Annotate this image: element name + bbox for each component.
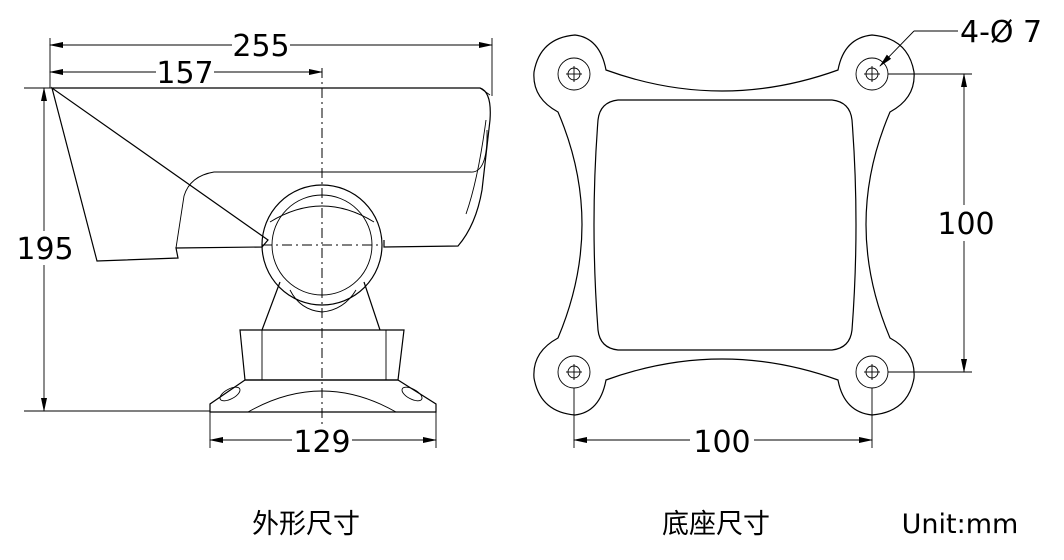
unit-label: Unit:mm	[902, 509, 1019, 540]
base-slot-right	[401, 386, 423, 402]
dim-base-width: 129	[293, 425, 350, 460]
bracket-neck	[261, 281, 381, 331]
mount-hole-bottom-right	[855, 355, 889, 389]
camera-housing-outline	[51, 86, 491, 262]
dim-height: 195	[16, 232, 73, 267]
side-view-caption: 外形尺寸	[252, 509, 360, 540]
housing-visor-edge	[52, 87, 491, 96]
dim-horizontal-spacing: 100	[693, 425, 750, 460]
hole-spec-label: 4-Ø 7	[960, 15, 1042, 50]
housing-side-contour	[175, 129, 488, 249]
hole-leader-arrow	[879, 30, 915, 67]
base-view-caption: 底座尺寸	[662, 509, 770, 540]
mount-hole-bottom-left	[557, 355, 591, 389]
base-flange	[209, 379, 437, 413]
base-slot-left	[219, 386, 241, 402]
base-plate-opening	[593, 99, 857, 351]
dim-partial-width: 157	[156, 56, 213, 91]
housing-rear-edge	[465, 119, 487, 215]
dim-total-width: 255	[232, 29, 289, 64]
joint-ball-rim	[269, 205, 375, 223]
dim-vertical-spacing: 100	[937, 207, 994, 242]
base-plate-outline	[533, 34, 915, 416]
side-view: 255 157 195 129 外形尺寸	[14, 28, 493, 540]
mount-hole-top-left	[557, 57, 591, 91]
base-view: 4-Ø 7 100 100 底座尺寸	[533, 15, 1042, 540]
